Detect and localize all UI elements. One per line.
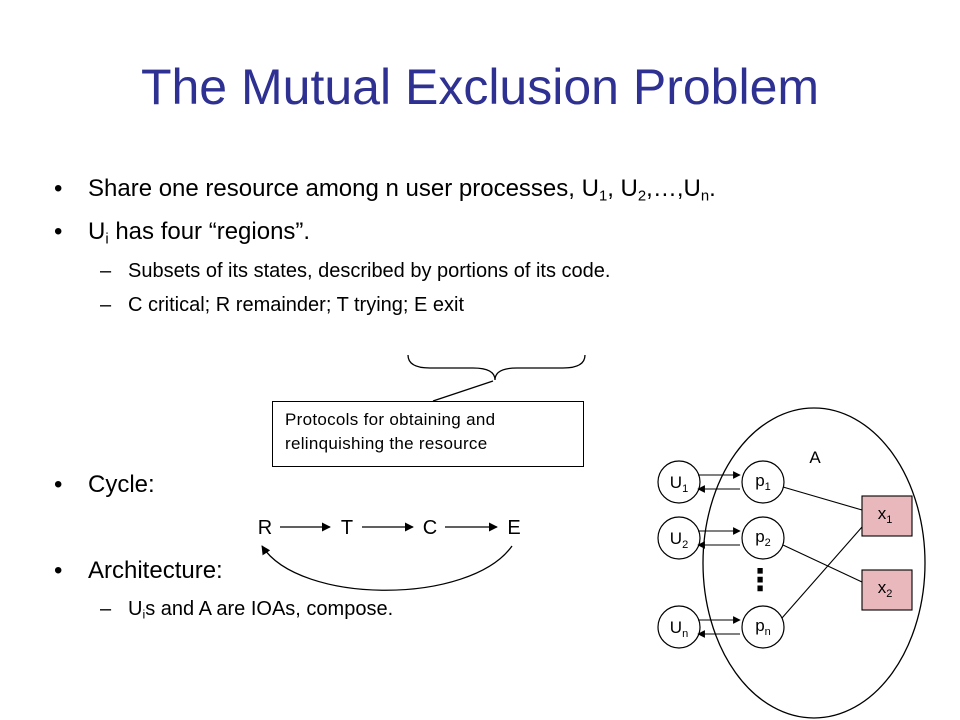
user-un-label: Un (670, 618, 688, 640)
slide-title: The Mutual Exclusion Problem (140, 59, 820, 115)
link-p1-x1 (782, 486, 863, 511)
subbullet-subsets: –Subsets of its states, described by por… (100, 260, 611, 282)
port-p2-label: p2 (755, 527, 771, 549)
callout-text: Protocols for obtaining and relinquishin… (285, 410, 496, 453)
var-x1-label: x1 (878, 504, 893, 526)
cycle-c: C (423, 517, 437, 539)
var-x2-label: x2 (878, 578, 893, 600)
bullet-dot: • (54, 471, 63, 498)
arrow-e-r (261, 545, 513, 591)
sub-dash: – (100, 260, 112, 282)
ellipsis-dots: ⋮ (745, 564, 775, 597)
sub-dash: – (100, 294, 112, 316)
region-brace (407, 354, 586, 381)
port-pn-label: pn (755, 616, 771, 638)
cycle-r: R (258, 517, 272, 539)
var-x2-box (861, 569, 913, 611)
user-u2-circle (657, 516, 701, 560)
callout-pointer (432, 380, 494, 402)
subbullet-regions-list: –C critical; R remainder; T trying; E ex… (100, 294, 465, 316)
bullet-four-regions: •Ui has four “regions”. (54, 218, 311, 248)
bullet-dot: • (54, 557, 63, 584)
port-pn-circle (741, 605, 785, 649)
subbullet-compose: –Uis and A are IOAs, compose. (100, 598, 394, 622)
automaton-a-ellipse (702, 407, 926, 719)
automaton-a-label: A (809, 448, 821, 467)
user-u2-label: U2 (670, 529, 688, 551)
bullet-dot: • (54, 218, 63, 245)
bullet-architecture: •Architecture: (54, 557, 223, 584)
cycle-e: E (507, 517, 520, 539)
port-p1-label: p1 (755, 471, 771, 493)
var-x1-box (861, 495, 913, 537)
link-p2-x2 (782, 544, 863, 583)
callout-box: Protocols for obtaining and relinquishin… (272, 401, 584, 467)
cycle-t: T (341, 517, 353, 539)
user-u1-circle (657, 460, 701, 504)
user-un-circle (657, 605, 701, 649)
bullet-dot: • (54, 175, 63, 202)
user-u1-label: U1 (670, 473, 688, 495)
link-pn-x1 (781, 526, 863, 619)
sub-dash: – (100, 598, 112, 620)
bullet-cycle: •Cycle: (54, 471, 155, 498)
port-p2-circle (741, 516, 785, 560)
port-p1-circle (741, 460, 785, 504)
bullet-share-resource: •Share one resource among n user process… (54, 175, 716, 205)
